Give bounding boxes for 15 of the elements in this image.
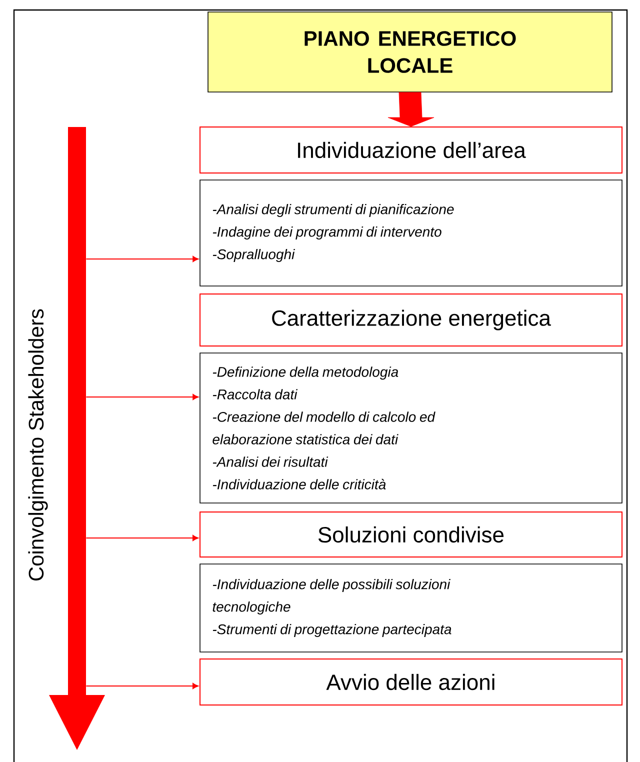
step-box: Avvio delle azioni bbox=[200, 658, 622, 706]
title-box: PIANO ENERGETICO LOCALE bbox=[208, 12, 612, 92]
arrow bbox=[86, 683, 198, 689]
side-label: Coinvolgimento Stakeholders bbox=[28, 309, 48, 581]
list-box: -Analisi degli strumenti di pianificazione -Indagine dei programmi di intervento -Sopralluoghi bbox=[200, 180, 622, 286]
arrow bbox=[86, 535, 198, 541]
arrow bbox=[86, 256, 199, 262]
big-arrow bbox=[49, 127, 105, 750]
block-arrow bbox=[388, 92, 434, 127]
step-box: Individuazione dell’area bbox=[200, 126, 622, 174]
arrow bbox=[86, 394, 199, 400]
list-box: -Individuazione delle possibili soluzioni tecnologiche -Strumenti di progettazione partecipata bbox=[200, 564, 622, 652]
step-box: Caratterizzazione energetica bbox=[200, 294, 622, 346]
list-box: -Definizione della metodologia -Raccolta dati -Creazione del modello di calcolo ed elaborazione statistica dei dati -Analisi dei risultati -Individuazione delle criticità bbox=[200, 352, 622, 504]
step-box: Soluzioni condivise bbox=[200, 512, 622, 558]
